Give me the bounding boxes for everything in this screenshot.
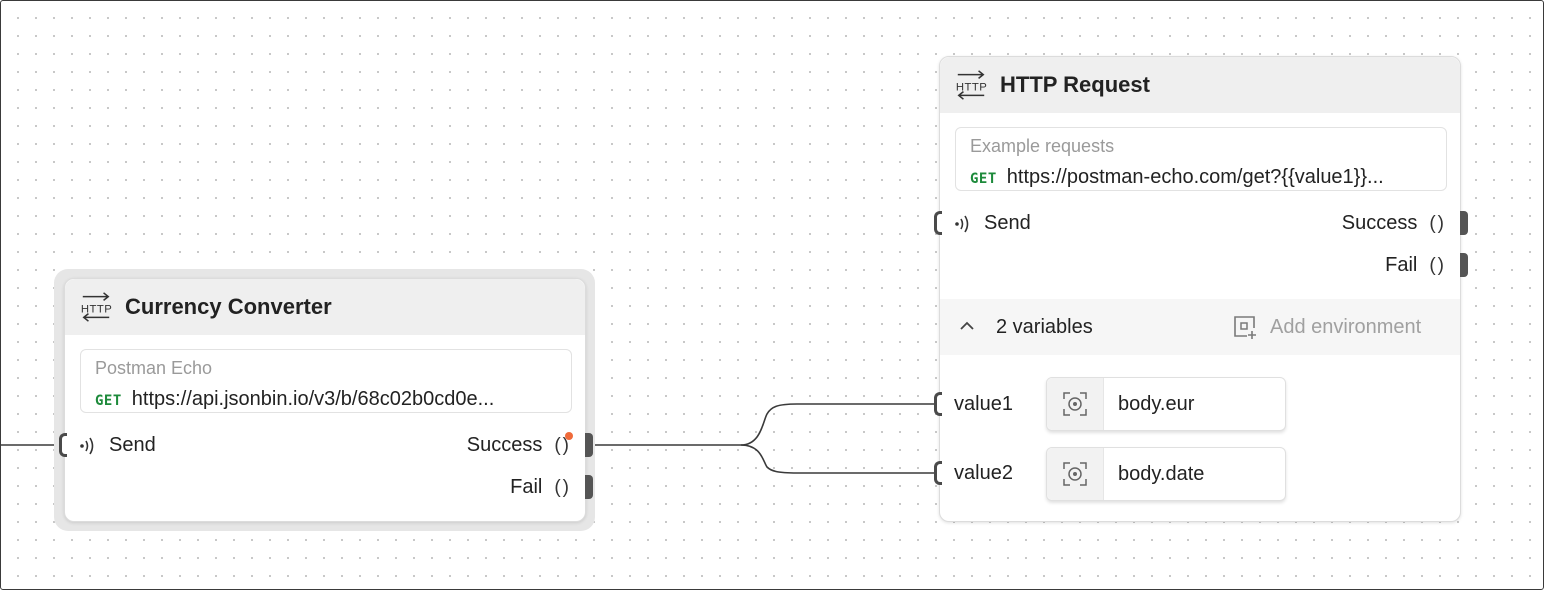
fail-params: () xyxy=(1429,254,1446,276)
variable-value: body.eur xyxy=(1118,392,1195,415)
success-output-port[interactable]: Success () xyxy=(1342,212,1446,235)
currency-converter-node[interactable]: HTTP Currency Converter Postman Echo GET… xyxy=(64,278,586,522)
fail-params: () xyxy=(554,476,571,498)
success-params: () xyxy=(1429,212,1446,234)
add-environment-icon xyxy=(1232,314,1258,340)
http-request-node[interactable]: HTTP HTTP Request Example requests GET h… xyxy=(939,56,1461,522)
variable-name: value1 xyxy=(954,393,1013,415)
send-input-port[interactable]: Send xyxy=(79,434,156,457)
fail-label: Fail xyxy=(1385,254,1418,276)
add-environment-button[interactable]: Add environment xyxy=(1232,314,1421,340)
fail-label: Fail xyxy=(510,476,543,498)
fail-output-port[interactable]: Fail () xyxy=(510,476,571,499)
target-icon xyxy=(1047,448,1104,500)
node-title[interactable]: Currency Converter xyxy=(125,294,332,319)
success-label: Success xyxy=(1341,212,1418,234)
success-to-value2-connection xyxy=(740,444,935,474)
fail-output-handle[interactable] xyxy=(1460,253,1468,277)
svg-text:HTTP: HTTP xyxy=(81,304,112,316)
node-title[interactable]: HTTP Request xyxy=(1000,72,1150,97)
request-method: GET xyxy=(95,393,122,409)
send-signal-icon xyxy=(79,436,97,456)
svg-text:HTTP: HTTP xyxy=(956,82,987,94)
send-label: Send xyxy=(984,212,1031,234)
send-label: Send xyxy=(109,434,156,456)
value2-input-handle[interactable] xyxy=(934,461,942,485)
success-to-value1-connection xyxy=(593,403,935,446)
request-url: https://api.jsonbin.io/v3/b/68c02b0cd0e.… xyxy=(131,388,495,410)
send-signal-icon xyxy=(954,214,972,234)
send-input-handle[interactable] xyxy=(59,433,67,457)
node-header[interactable]: HTTP Currency Converter xyxy=(65,279,585,335)
variable-value-chip[interactable]: body.date xyxy=(1046,447,1286,501)
notification-dot xyxy=(565,432,573,440)
request-name: Example requests xyxy=(970,136,1115,156)
success-output-handle[interactable] xyxy=(585,433,593,457)
add-environment-label: Add environment xyxy=(1270,315,1422,338)
request-method: GET xyxy=(970,171,997,187)
request-selector[interactable]: Postman Echo GET https://api.jsonbin.io/… xyxy=(80,349,572,413)
value1-input-handle[interactable] xyxy=(934,392,942,416)
request-url: https://postman-echo.com/get?{{value1}}.… xyxy=(1006,166,1384,188)
variable-name: value2 xyxy=(954,462,1013,484)
variable-value-chip[interactable]: body.eur xyxy=(1046,377,1286,431)
success-params: () xyxy=(554,434,571,456)
variables-section-header[interactable]: 2 variables Add environment xyxy=(940,299,1460,355)
request-selector[interactable]: Example requests GET https://postman-ech… xyxy=(955,127,1447,191)
variables-count[interactable]: 2 variables xyxy=(996,315,1093,338)
node-header[interactable]: HTTP HTTP Request xyxy=(940,57,1460,113)
success-output-port[interactable]: Success () xyxy=(466,432,573,457)
chevron-up-icon[interactable] xyxy=(958,317,976,335)
send-input-handle[interactable] xyxy=(934,211,942,235)
fail-output-port[interactable]: Fail () xyxy=(1385,254,1446,277)
request-name: Postman Echo xyxy=(95,358,213,378)
fail-output-handle[interactable] xyxy=(585,475,593,499)
send-input-port[interactable]: Send xyxy=(954,212,1031,235)
success-label: Success xyxy=(466,434,543,456)
http-icon: HTTP xyxy=(954,68,988,102)
variable-value: body.date xyxy=(1118,462,1205,485)
http-icon: HTTP xyxy=(79,290,113,324)
success-output-handle[interactable] xyxy=(1460,211,1468,235)
target-icon xyxy=(1047,378,1104,430)
